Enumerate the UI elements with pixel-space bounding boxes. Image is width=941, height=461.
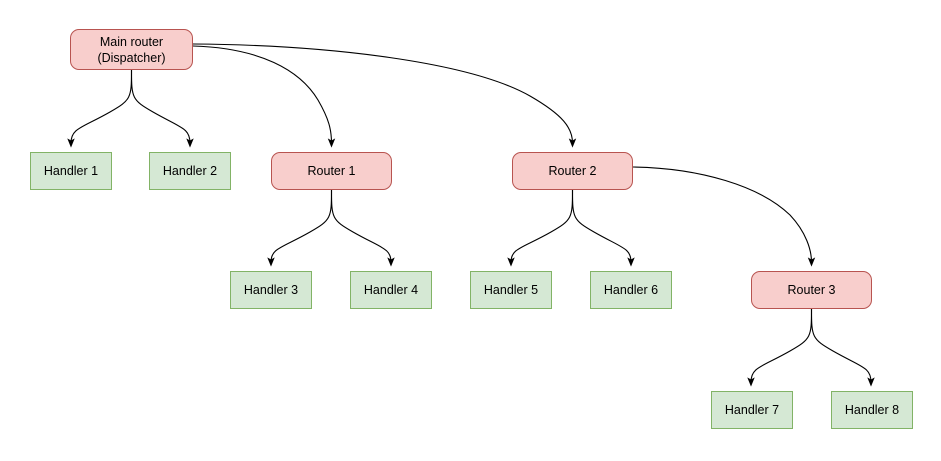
edge-main-router-to-handler-1 bbox=[67, 69, 133, 148]
node-handler-8[interactable]: Handler 8 bbox=[831, 391, 913, 429]
node-handler-5[interactable]: Handler 5 bbox=[470, 271, 552, 309]
node-router-2[interactable]: Router 2 bbox=[512, 152, 633, 190]
node-handler-1[interactable]: Handler 1 bbox=[30, 152, 112, 190]
node-router-1[interactable]: Router 1 bbox=[271, 152, 392, 190]
edge-router-2-to-handler-6 bbox=[571, 189, 635, 267]
edge-router-2-to-handler-5 bbox=[507, 189, 574, 267]
node-label-router-3: Router 3 bbox=[787, 283, 836, 297]
node-label-handler-6: Handler 6 bbox=[603, 283, 659, 297]
edge-router-3-to-handler-8 bbox=[810, 308, 875, 387]
node-label-handler-2: Handler 2 bbox=[162, 164, 218, 178]
node-handler-3[interactable]: Handler 3 bbox=[230, 271, 312, 309]
edge-main-router-to-router-2 bbox=[192, 43, 577, 148]
node-handler-4[interactable]: Handler 4 bbox=[350, 271, 432, 309]
node-router-3[interactable]: Router 3 bbox=[751, 271, 872, 309]
node-label-handler-3: Handler 3 bbox=[243, 283, 299, 297]
edge-main-router-to-router-1 bbox=[192, 45, 336, 148]
edge-router-1-to-handler-4 bbox=[330, 189, 395, 267]
node-handler-6[interactable]: Handler 6 bbox=[590, 271, 672, 309]
node-label-handler-7: Handler 7 bbox=[724, 403, 780, 417]
node-label-main-router: Main router (Dispatcher) bbox=[97, 34, 166, 65]
node-main-router[interactable]: Main router (Dispatcher) bbox=[70, 29, 193, 70]
node-label-handler-4: Handler 4 bbox=[363, 283, 419, 297]
edge-router-2-to-router-3 bbox=[632, 166, 816, 267]
node-label-handler-5: Handler 5 bbox=[483, 283, 539, 297]
node-label-router-2: Router 2 bbox=[548, 164, 597, 178]
edge-main-router-to-handler-2 bbox=[130, 69, 194, 148]
node-label-handler-1: Handler 1 bbox=[43, 164, 99, 178]
node-handler-2[interactable]: Handler 2 bbox=[149, 152, 231, 190]
edges-group bbox=[67, 43, 875, 387]
edge-router-1-to-handler-3 bbox=[267, 189, 333, 267]
node-label-handler-8: Handler 8 bbox=[844, 403, 900, 417]
node-label-router-1: Router 1 bbox=[307, 164, 356, 178]
node-handler-7[interactable]: Handler 7 bbox=[711, 391, 793, 429]
edge-router-3-to-handler-7 bbox=[747, 308, 813, 387]
